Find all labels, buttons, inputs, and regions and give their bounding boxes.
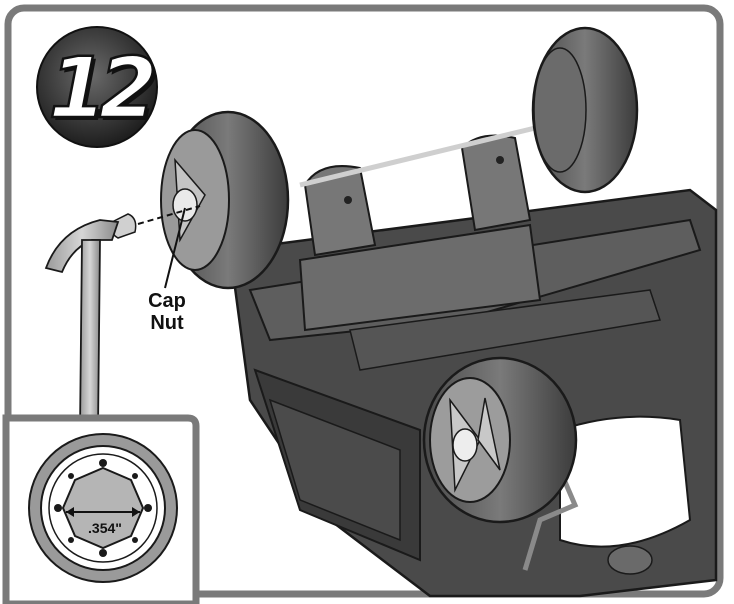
nut-size-label: .354" xyxy=(88,520,122,536)
step-number: 12 xyxy=(47,38,158,139)
nut-size-inset xyxy=(2,414,200,604)
wheel-front-bottom xyxy=(422,356,578,524)
cap-nut-label-line2: Nut xyxy=(150,312,184,334)
step-badge xyxy=(36,26,158,148)
seat-console xyxy=(298,119,561,332)
wheel-rear-right xyxy=(531,26,639,194)
cap-nut-label-line1: Cap xyxy=(148,290,186,312)
cap-nut-label: Cap Nut xyxy=(128,290,206,334)
wheel-front-left xyxy=(160,110,290,290)
